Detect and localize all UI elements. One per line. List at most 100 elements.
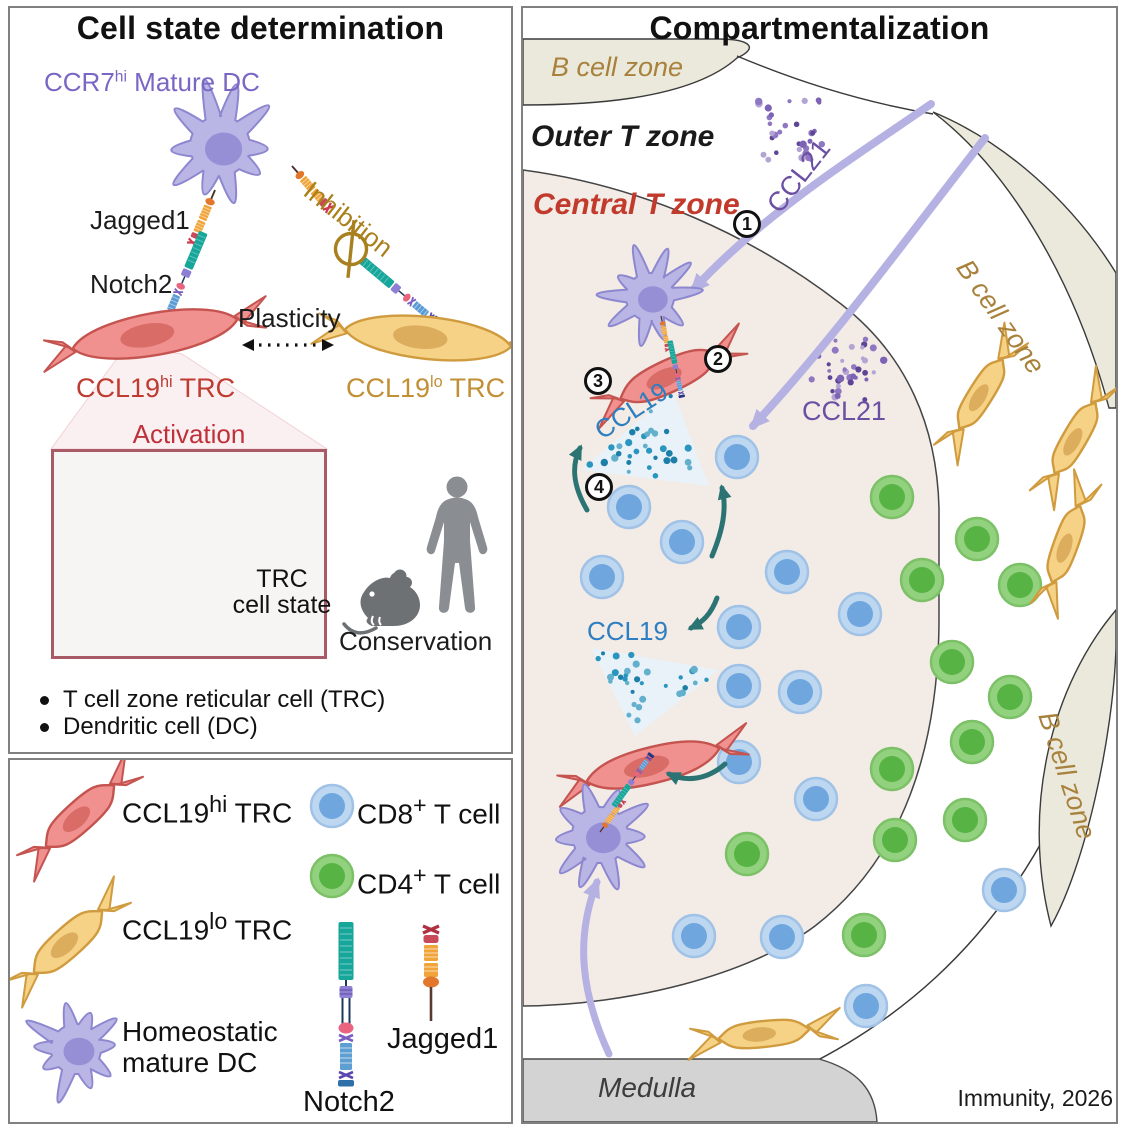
cd8-t-cell	[659, 519, 705, 565]
cd8-t-cell	[606, 484, 652, 530]
chemokine-dot	[842, 368, 850, 375]
chemokine-dot	[633, 448, 640, 455]
chemokine-dot	[651, 430, 659, 437]
chemokine-dot	[782, 122, 789, 129]
chemokine-dot	[682, 685, 688, 691]
chemokine-dot	[616, 443, 623, 450]
chemokine-dot	[624, 667, 631, 675]
cd4-t-cell	[869, 474, 915, 520]
chemokine-dot	[846, 374, 854, 382]
chemokine-dot	[847, 379, 854, 386]
cd8-t-cell	[716, 604, 762, 650]
chemokine-dot	[826, 362, 831, 367]
chemokine-dot	[855, 366, 862, 373]
cd4-t-cell	[997, 562, 1043, 608]
dc-migration-arrows	[580, 100, 989, 1058]
chemokine-dot	[628, 651, 635, 659]
outer-zone-boundary	[736, 55, 934, 115]
chemokine-dot	[626, 712, 632, 718]
panel-cell-state: RBPJ/κ Cell state determination CC	[8, 6, 513, 754]
chemokine-dot	[625, 439, 633, 447]
chemokine-dot	[635, 704, 643, 711]
cd8-t-cell	[716, 739, 762, 785]
jagged1-notch2-pair	[593, 751, 659, 835]
chemokine-dot	[764, 104, 772, 112]
human-silhouette	[426, 476, 488, 613]
panel-legend: CCL19hi TRC CD8+ T cell CD4+ T cell CCL1…	[8, 758, 513, 1124]
chemokine-dot	[634, 676, 641, 683]
chemokine-dot	[623, 672, 629, 678]
cd4-t-cell	[949, 719, 995, 765]
legend-cd4-label: CD4+ T cell	[357, 862, 501, 900]
chemokine-dot	[635, 426, 640, 432]
chemokine-dot	[618, 674, 624, 680]
chemokine-dot	[835, 383, 841, 389]
trc-cell-state-label: TRC cell state	[232, 565, 332, 619]
cd8-t-cell	[716, 663, 762, 709]
central-t-zone-label: Central T zone	[533, 188, 740, 221]
chemokine-dot	[659, 445, 667, 453]
central-trc-2	[556, 722, 750, 808]
chemokine-dot	[630, 689, 635, 694]
chemokine-dot	[760, 151, 767, 158]
chemokine-dot	[840, 358, 845, 363]
chemokine-dot	[850, 373, 857, 380]
chemokine-dot	[812, 128, 817, 134]
chemokine-dot	[777, 129, 783, 135]
chemokine-dot	[678, 675, 683, 680]
migrating-dc-1	[595, 244, 704, 347]
chemokine-dot	[766, 114, 773, 121]
ccl19hi-trc-label: CCL19hi TRC	[76, 373, 236, 403]
chemokine-dot	[607, 673, 614, 681]
chemokine-dot	[634, 717, 641, 724]
b-cell-zone-label-right: B cell zone	[950, 254, 1051, 380]
chemokine-dot	[639, 681, 644, 686]
chemokine-dot	[611, 454, 619, 462]
bullet-icon	[40, 722, 49, 732]
legend-jagged1-icon	[422, 924, 440, 1021]
step-2-badge: 2	[704, 345, 732, 373]
cd8-t-cell	[714, 434, 760, 480]
medullary-trc	[687, 1006, 841, 1062]
chemokine-dot	[690, 665, 698, 674]
plasticity-arrow	[242, 339, 334, 351]
chemokine-dot	[652, 473, 659, 479]
chemokine-dot	[648, 427, 655, 434]
chemokine-dot	[862, 357, 868, 364]
b-cell-zone-label-top: B cell zone	[551, 52, 684, 82]
chemokine-dot	[615, 450, 622, 457]
cd4-t-cell	[724, 831, 770, 877]
chemokine-dot	[769, 130, 775, 137]
chemokine-dot	[768, 112, 774, 118]
cd4-t-cell	[899, 557, 945, 603]
chemokine-dot	[808, 376, 815, 383]
chemokine-dot	[626, 460, 632, 465]
legend-cd4-icon	[309, 853, 355, 899]
notch2-label: Notch2	[90, 269, 173, 299]
jagged1-label: Jagged1	[90, 205, 190, 235]
outer-trc-3	[1029, 468, 1103, 620]
activation-box	[51, 449, 327, 659]
ccl19lo-trc-label: CCL19lo TRC	[346, 373, 506, 403]
cd8-t-cell	[759, 914, 805, 960]
chemokine-dot	[869, 344, 877, 352]
chemokine-dot	[836, 374, 845, 383]
chemokine-dot	[653, 455, 658, 460]
legend-cd8-label: CD8+ T cell	[357, 792, 501, 830]
migrating-dc-2	[555, 783, 649, 891]
chemokine-dot	[646, 447, 653, 454]
chemokine-dot	[769, 135, 775, 141]
legend-ccl19lo-trc-icon	[10, 875, 132, 1009]
chemokine-dot	[676, 690, 683, 698]
chemokine-dot	[862, 336, 869, 342]
legend-ccl19hi-label: CCL19hi TRC	[122, 791, 293, 829]
chemokine-dot	[601, 651, 605, 656]
inhibition-label: Inhibition	[298, 175, 399, 263]
panel-title-compartmentalization: Compartmentalization	[649, 10, 990, 46]
activation-label: Activation	[132, 419, 246, 449]
step-4-badge: 4	[585, 473, 613, 501]
ccr7-mature-dc-label: CCR7hi Mature DC	[44, 67, 260, 97]
chemokine-dot	[639, 695, 647, 703]
cd4-t-cells	[724, 474, 1043, 958]
cd4-t-cell	[869, 746, 915, 792]
